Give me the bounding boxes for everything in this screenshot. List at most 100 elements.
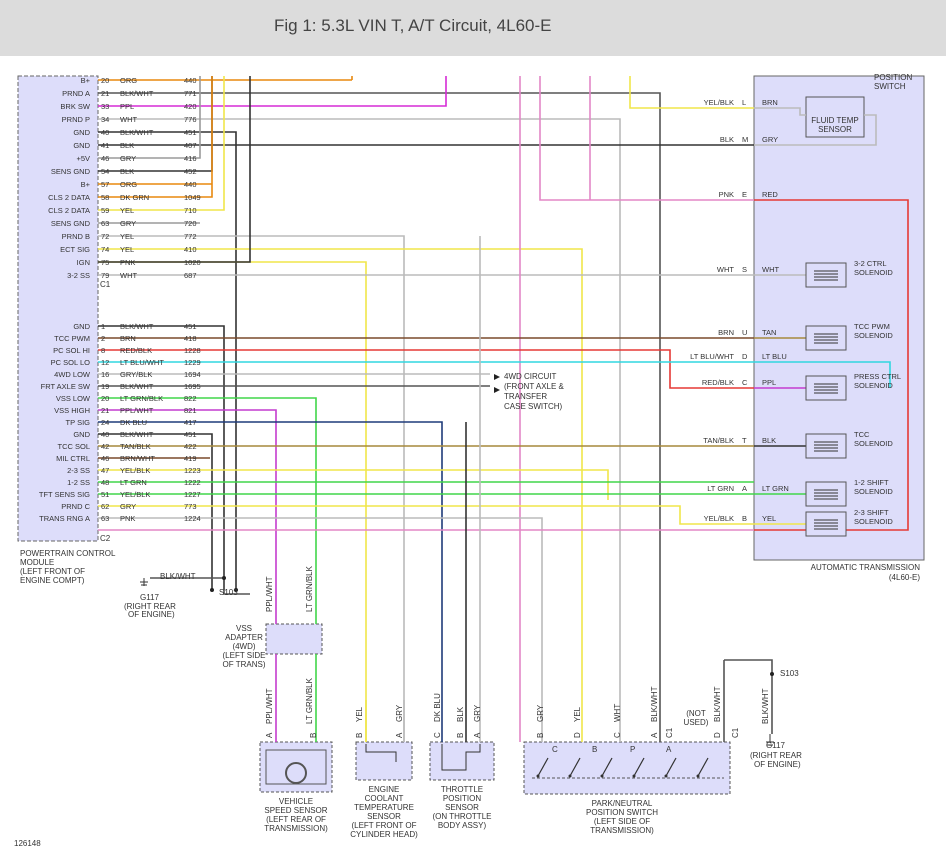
pcm-pin-number: 20 — [101, 76, 109, 85]
tps-box — [429, 741, 495, 781]
pcm-wire-color: YEL/BLK — [120, 490, 150, 499]
svg-text:4WD CIRCUIT: 4WD CIRCUIT — [504, 372, 557, 381]
ect-box — [355, 741, 413, 781]
svg-text:USED): USED) — [684, 718, 709, 727]
pcm-circuit-number: 410 — [184, 245, 197, 254]
svg-text:OF ENGINE): OF ENGINE) — [128, 610, 175, 619]
wire-yelblk-l — [629, 76, 754, 109]
vss-label: VEHICLE SPEED SENSOR (LEFT REAR OF TRANS… — [264, 797, 328, 833]
pcm-circuit-number: 452 — [184, 167, 197, 176]
wire-label: PPL/WHT — [265, 576, 274, 612]
wire-wht-prnd-p — [98, 118, 621, 535]
pcm-pin-number: 57 — [101, 180, 109, 189]
solenoid-label: 1-2 SHIFT — [854, 478, 889, 487]
wire-label: PPL/WHT — [265, 688, 274, 724]
solenoid-label: SOLENOID — [854, 268, 893, 277]
pin-label: A — [473, 732, 482, 738]
pcm-pin-number: 41 — [101, 141, 109, 150]
trans-ext-wire: LT GRN — [707, 484, 734, 493]
wire-label: WHT — [613, 704, 622, 722]
trans-ext-wire: WHT — [717, 265, 734, 274]
pcm-pin-number: 72 — [101, 232, 109, 241]
wire-label: LT GRN/BLK — [305, 565, 314, 612]
pcm-label-line: POWERTRAIN CONTROL — [20, 549, 116, 558]
pin-label: A — [265, 732, 274, 738]
pnp-box — [523, 741, 731, 795]
wires — [98, 76, 909, 742]
solenoid-label: SOLENOID — [854, 439, 893, 448]
pin-label: D — [713, 732, 722, 738]
pcm-circuit-number: 710 — [184, 206, 197, 215]
pcm-pin-name: PRND C — [61, 502, 90, 511]
pcm-circuit-number: 416 — [184, 154, 197, 163]
trans-ext-wire: YEL/BLK — [704, 98, 734, 107]
wire-label: GRY — [536, 704, 545, 722]
pcm-wire-color: BLK/WHT — [120, 89, 154, 98]
pcm-pin-number: 54 — [101, 167, 109, 176]
solenoid-box — [805, 375, 847, 401]
pcm-pin-name: 2-3 SS — [67, 466, 90, 475]
pin-label: D — [573, 732, 582, 738]
svg-text:B: B — [592, 745, 597, 754]
wire-label: YEL — [573, 706, 582, 722]
wire-label: DK BLU — [433, 693, 442, 722]
pin-label: A — [395, 732, 404, 738]
solenoid-label: 2-3 SHIFT — [854, 508, 889, 517]
pcm-pin-number: 63 — [101, 219, 109, 228]
ect-label: ENGINE COOLANT TEMPERATURE SENSOR (LEFT … — [350, 785, 418, 839]
pcm-wire-color: BLK/WHT — [120, 322, 154, 331]
pcm-wire-color: BLK/WHT — [120, 430, 154, 439]
pcm-pin-number: 40 — [101, 430, 109, 439]
vss-adapter-label: VSS ADAPTER (4WD) (LEFT SIDE OF TRANS) — [223, 624, 266, 669]
svg-text:S103: S103 — [780, 669, 799, 678]
svg-text:(4WD): (4WD) — [232, 642, 255, 651]
pcm-wire-color: ORG — [120, 180, 137, 189]
pcm-wire-color: DK GRN — [120, 193, 149, 202]
solenoid-box — [805, 511, 847, 537]
switch-pivot — [536, 774, 540, 778]
wire-label: BLK/WHT — [650, 686, 659, 722]
wire-label: GRY — [473, 704, 482, 722]
pcm-pin-name: MIL CTRL — [56, 454, 90, 463]
svg-text:POSITION: POSITION — [443, 794, 481, 803]
potentiometer-icon — [441, 744, 481, 771]
pcm-label-line: (LEFT FRONT OF — [20, 567, 85, 576]
trans-label: (4L60-E) — [889, 573, 920, 582]
pcm-pin-name: B+ — [81, 76, 91, 85]
trans-ext-wire: BLK — [720, 135, 734, 144]
pcm-pin-number: 33 — [101, 102, 109, 111]
wire-ppl-brk-sw — [98, 76, 447, 107]
pcm-pin-name: TCC PWM — [54, 334, 90, 343]
svg-text:TRANSMISSION): TRANSMISSION) — [264, 824, 328, 833]
wire-gry-5v — [98, 76, 201, 159]
wire-blkwht-gnd — [98, 131, 237, 590]
vss-adapter-box — [265, 623, 323, 655]
svg-text:(LEFT REAR OF: (LEFT REAR OF — [266, 815, 326, 824]
pcm-wire-color: GRY — [120, 154, 136, 163]
fluid-temp-label: SENSOR — [818, 125, 852, 134]
pcm-pin-number: 24 — [101, 418, 109, 427]
svg-text:S103: S103 — [219, 588, 238, 597]
pcm-pin-name: GND — [73, 128, 90, 137]
splice-dot — [770, 672, 774, 676]
svg-text:(RIGHT REAR: (RIGHT REAR — [124, 602, 176, 611]
pcm-wire-color: BRN/WHT — [120, 454, 155, 463]
svg-text:G117: G117 — [140, 593, 160, 602]
pcm-wire-color: GRY/BLK — [120, 370, 152, 379]
wire-ltgrnblk-vsslo — [98, 397, 317, 624]
pcm-pin-number: 75 — [101, 258, 109, 267]
splice-dot — [210, 588, 214, 592]
solenoid-box — [805, 433, 847, 459]
pcm-pin-number: 58 — [101, 193, 109, 202]
trans-int-wire: GRY — [762, 135, 778, 144]
wire-yel-ect — [98, 248, 583, 742]
pcm-wire-color: BLK — [120, 141, 134, 150]
pcm-wire-color: TAN/BLK — [120, 442, 151, 451]
wire-ltblu-int — [754, 361, 891, 388]
pcm-pin-number: 12 — [101, 358, 109, 367]
fluid-temp-label: FLUID TEMP — [811, 116, 858, 125]
svg-text:SENSOR: SENSOR — [445, 803, 479, 812]
pcm-pin-number: 42 — [101, 442, 109, 451]
pcm-pin-name: 1-2 SS — [67, 478, 90, 487]
switch-pivot — [600, 774, 604, 778]
